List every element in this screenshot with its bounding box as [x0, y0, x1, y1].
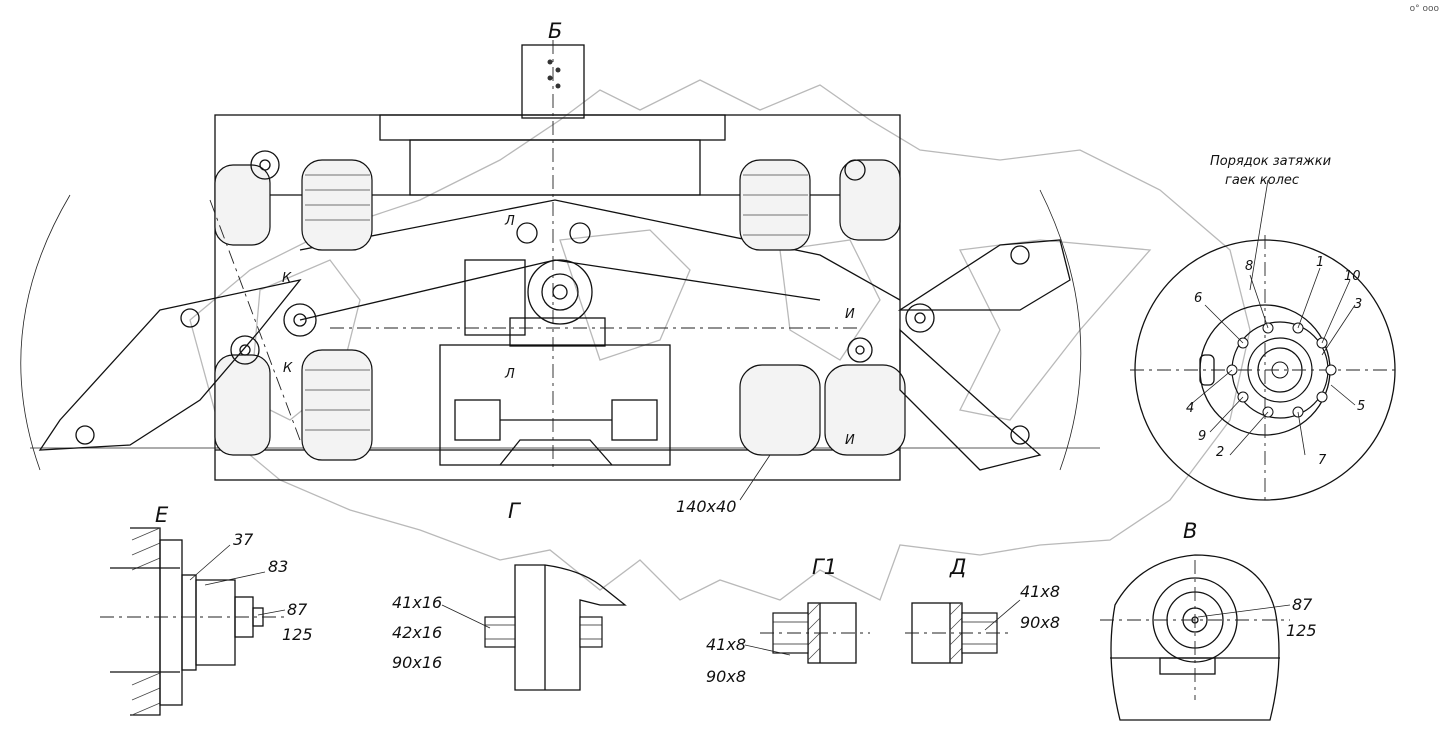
view-label-g1: Г1 — [812, 555, 837, 579]
callout-g-90x16: 90x16 — [392, 653, 442, 672]
callout-d-90x8: 90x8 — [1020, 613, 1060, 632]
callout-d-41x8: 41x8 — [1020, 582, 1060, 601]
main-assembly-view — [20, 40, 1100, 481]
marker-l-top: Л — [504, 214, 515, 229]
callout-g1-90x8: 90x8 — [706, 667, 746, 686]
callout-e-87: 87 — [287, 600, 308, 619]
callout-e-37: 37 — [233, 530, 254, 549]
view-label-b: Б — [548, 19, 562, 43]
tightening-title-line1: Порядок затяжки — [1210, 154, 1331, 169]
callout-v-87: 87 — [1292, 595, 1313, 614]
tightening-number: 7 — [1318, 453, 1327, 468]
callout-v-125: 125 — [1286, 621, 1317, 640]
tightening-number: 6 — [1194, 291, 1202, 306]
callout-g-42x16: 42x16 — [392, 623, 442, 642]
marker-i-right: И — [845, 307, 855, 322]
detail-view-e — [100, 527, 286, 716]
marker-i-bottom: И — [845, 433, 855, 448]
marker-l-bottom: Л — [504, 367, 515, 382]
watermark — [189, 79, 1251, 601]
callout-e-125: 125 — [282, 625, 313, 644]
tightening-number: 10 — [1344, 269, 1361, 284]
detail-view-v — [1100, 554, 1291, 721]
view-label-v: В — [1183, 519, 1197, 543]
tightening-number: 9 — [1198, 429, 1206, 444]
marker-k-bottom: К — [283, 361, 293, 376]
detail-view-g — [441, 564, 627, 691]
tightening-number: 1 — [1316, 255, 1324, 270]
corner-mark: о° ооо — [1409, 4, 1439, 14]
tightening-number: 2 — [1216, 445, 1224, 460]
tightening-title-line2: гаек колес — [1225, 173, 1299, 188]
tightening-number: 5 — [1357, 399, 1365, 414]
view-label-d: Д — [949, 555, 966, 579]
view-label-g: Г — [508, 499, 522, 523]
callout-g1-41x8: 41x8 — [706, 635, 746, 654]
tightening-number: 8 — [1245, 259, 1253, 274]
view-label-e: Е — [155, 503, 169, 527]
callout-g-41x16: 41x16 — [392, 593, 442, 612]
marker-k-top: К — [282, 271, 292, 286]
tightening-number: 4 — [1186, 401, 1194, 416]
detail-view-d — [905, 599, 1021, 664]
tightening-number: 3 — [1354, 297, 1362, 312]
callout-e-83: 83 — [268, 557, 288, 576]
detail-view-g1 — [744, 602, 870, 664]
callout-140x40: 140x40 — [676, 497, 736, 516]
tightening-numbers: 1 2 3 4 5 6 7 8 9 10 — [1186, 255, 1365, 468]
wheel-tightening-view — [1130, 179, 1400, 505]
